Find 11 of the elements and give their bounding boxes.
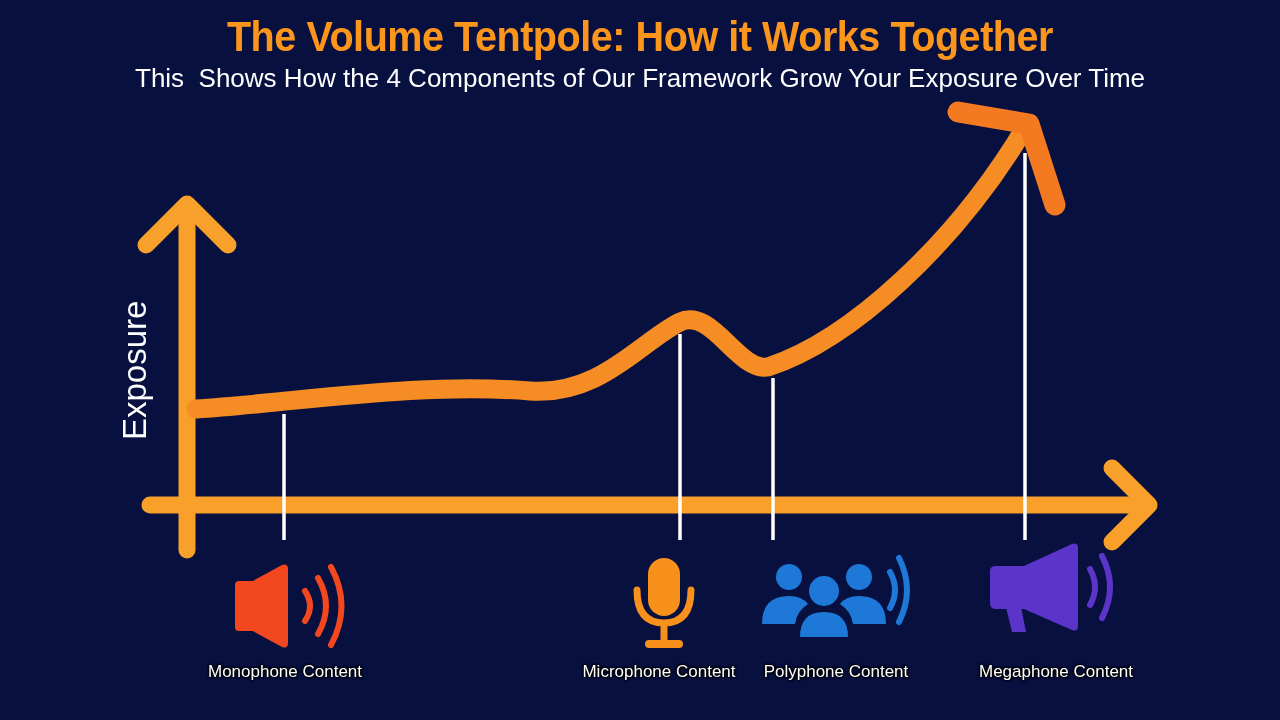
title: The Volume Tentpole: How it Works Together — [226, 12, 1054, 61]
subtitle: This Shows How the 4 Components of Our Framework Grow Your Exposure Over Time — [135, 63, 1146, 94]
node-label: Megaphone Content — [978, 662, 1134, 682]
node-label: Polyphone Content — [763, 662, 909, 682]
axis-label: Exposure — [116, 300, 154, 440]
leader-line — [282, 414, 286, 540]
node-label: Microphone Content — [582, 662, 736, 682]
leader-line — [771, 378, 775, 540]
node-label: Monophone Content — [207, 662, 363, 682]
leader-line — [1023, 153, 1027, 540]
leader-line — [678, 334, 682, 540]
